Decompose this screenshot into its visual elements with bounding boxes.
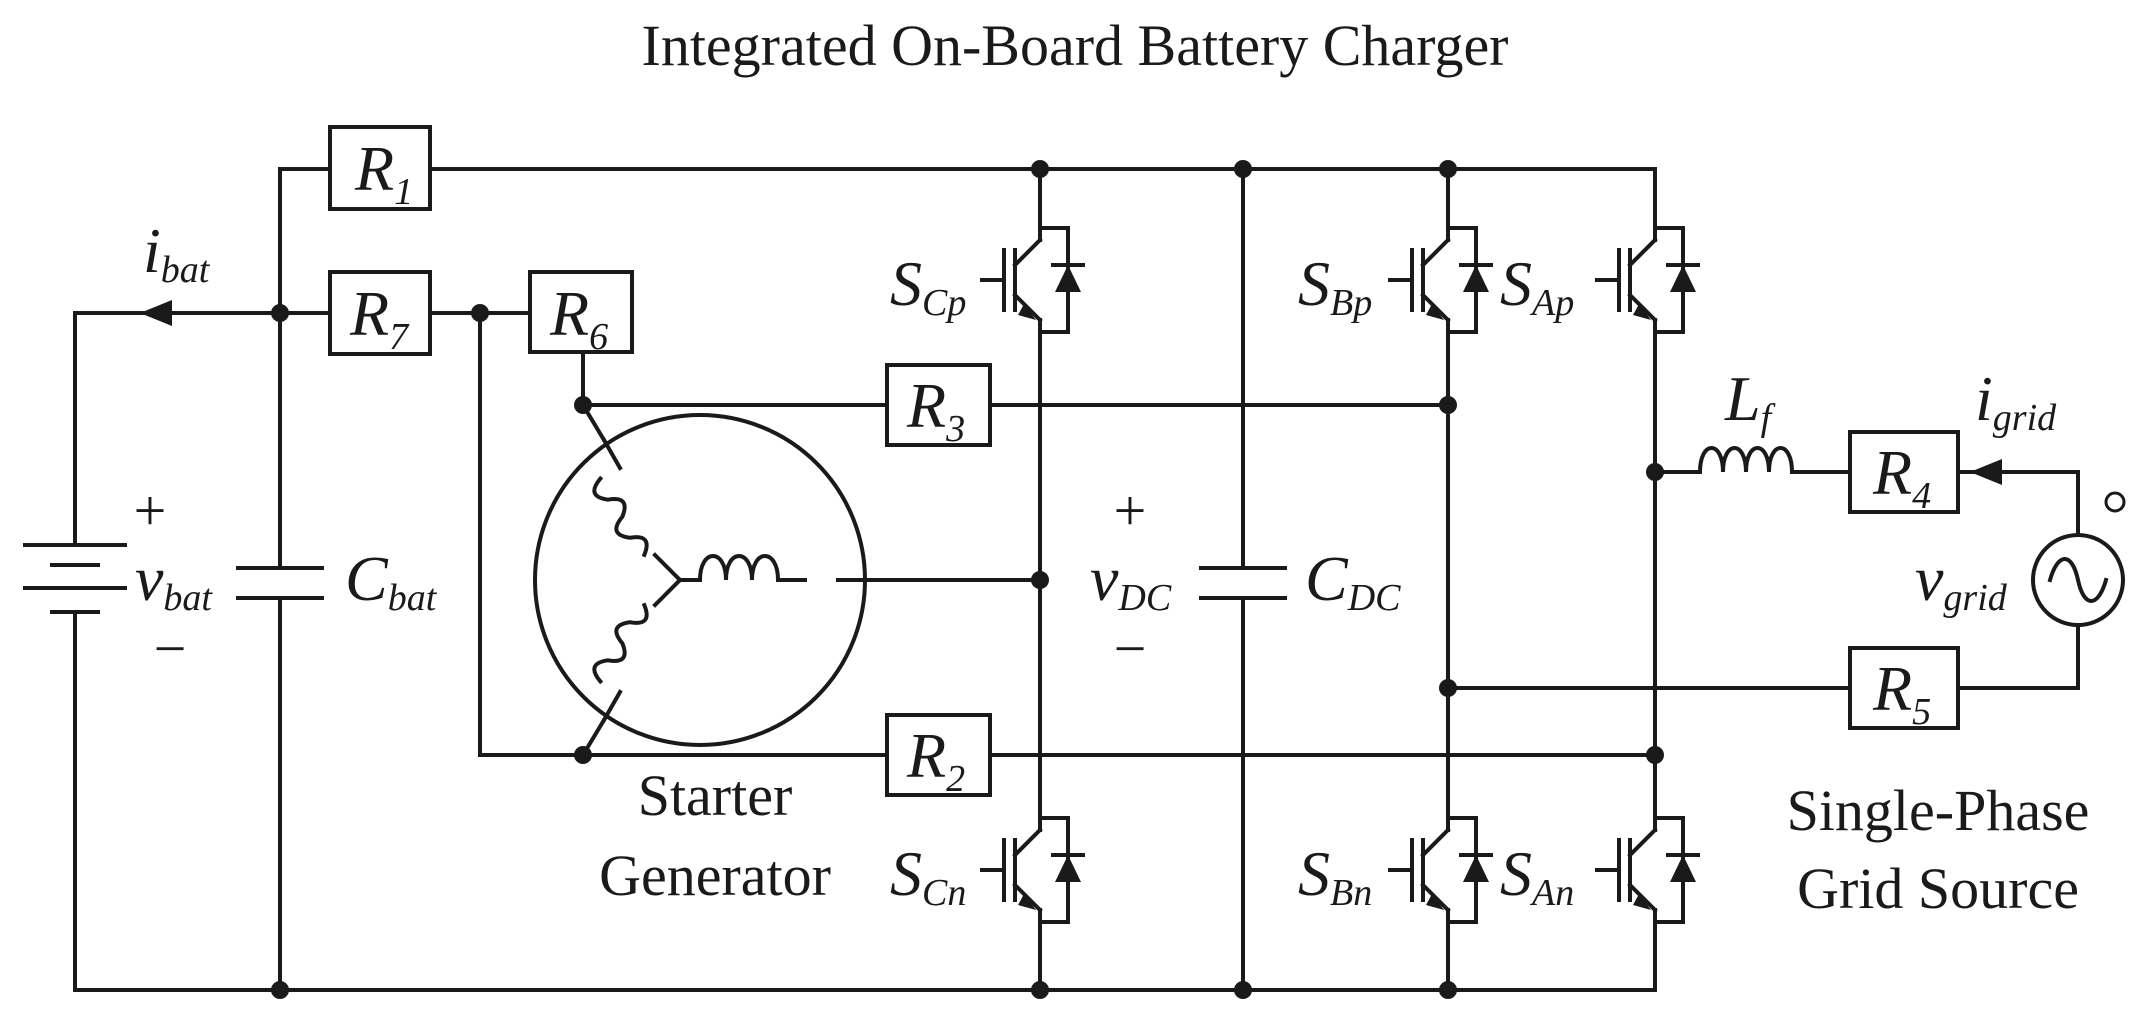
junction-dot <box>1234 160 1252 178</box>
cdc-symbol <box>1199 566 1287 600</box>
battery-symbol <box>23 543 127 614</box>
r5-label: R5 <box>1872 653 1931 733</box>
grid-caption-line2: Grid Source <box>1797 856 2079 921</box>
ibat-label: ibat <box>143 215 211 291</box>
resistor-r3: R3 <box>885 363 992 450</box>
starter-generator-motor <box>533 413 867 747</box>
junction-dot <box>271 304 289 322</box>
inductor-lf-icon <box>1697 446 1795 475</box>
polarity-ring-icon <box>2104 491 2126 513</box>
switch-san-icon <box>1595 808 1700 932</box>
battery-positive-wire <box>73 311 282 547</box>
vbat-minus: − <box>154 616 187 681</box>
san-label: SAn <box>1500 838 1574 914</box>
sap-label: SAp <box>1500 248 1574 324</box>
vdc-label: vDC <box>1090 543 1172 619</box>
vdc-minus: − <box>1114 616 1147 681</box>
grid-caption-line1: Single-Phase <box>1787 778 2090 843</box>
switch-sap-icon <box>1595 218 1700 342</box>
switch-sbn-icon <box>1388 808 1493 932</box>
scn-label: SCn <box>890 838 966 914</box>
junction-dot <box>1031 981 1049 999</box>
ibat-arrow-icon <box>140 300 172 326</box>
resistor-r2: R2 <box>885 713 992 800</box>
r4-label: R4 <box>1872 437 1931 517</box>
r6-label: R6 <box>549 278 608 358</box>
junction-dot <box>1031 571 1049 589</box>
starter-caption-line2: Generator <box>599 843 831 908</box>
sine-wave-icon <box>2047 557 2109 603</box>
junction-dot <box>1439 396 1457 414</box>
grid-top-wire <box>1956 470 2080 537</box>
r2-label: R2 <box>906 720 965 800</box>
igrid-arrow-icon <box>1970 459 2002 485</box>
resistor-r1: R1 <box>328 125 432 213</box>
scp-label: SCp <box>890 248 966 324</box>
resistor-r5: R5 <box>1848 646 1960 733</box>
junction-dot <box>1031 160 1049 178</box>
junction-dot <box>1646 463 1664 481</box>
igrid-label: igrid <box>1975 363 2057 439</box>
vdc-plus: + <box>1114 478 1147 543</box>
diagram-title: Integrated On-Board Battery Charger <box>642 13 1509 78</box>
junction-dot <box>271 981 289 999</box>
r3-label: R3 <box>906 370 965 450</box>
junction-dot <box>1439 981 1457 999</box>
grid-bottom-wire <box>1956 623 2080 690</box>
r1-label: R1 <box>354 133 413 213</box>
junction-dot <box>1439 160 1457 178</box>
junction-dot <box>1646 746 1664 764</box>
resistor-r7: R7 <box>328 270 432 358</box>
junction-dot <box>574 396 592 414</box>
sbp-label: SBp <box>1298 248 1372 324</box>
motor-circle <box>533 413 867 747</box>
junctions <box>271 160 1664 999</box>
ac-source-symbol <box>2031 491 2126 627</box>
vbat-label: vbat <box>135 543 213 619</box>
junction-dot <box>1234 981 1252 999</box>
switch-scn-icon <box>980 808 1085 932</box>
junction-dot <box>574 746 592 764</box>
starter-caption-line1: Starter <box>638 763 793 828</box>
cbat-symbol <box>236 566 324 600</box>
r7-label: R7 <box>349 278 410 358</box>
junction-dot <box>471 304 489 322</box>
resistor-r4: R4 <box>1848 430 1960 517</box>
winding-a-icon <box>592 475 649 558</box>
vbat-plus: + <box>134 478 167 543</box>
vgrid-label: vgrid <box>1915 543 2008 619</box>
cbat-label: Cbat <box>345 543 438 619</box>
resistor-r6: R6 <box>528 270 634 358</box>
sbn-label: SBn <box>1298 838 1372 914</box>
switch-sbp-icon <box>1388 218 1493 342</box>
lf-label: Lf <box>1724 363 1776 439</box>
winding-c-icon <box>697 554 781 583</box>
ac-source-circle <box>2031 533 2125 627</box>
winding-b-icon <box>592 602 649 685</box>
junction-dot <box>1439 679 1457 697</box>
switch-scp-icon <box>980 218 1085 342</box>
cdc-label: CDC <box>1305 543 1401 619</box>
